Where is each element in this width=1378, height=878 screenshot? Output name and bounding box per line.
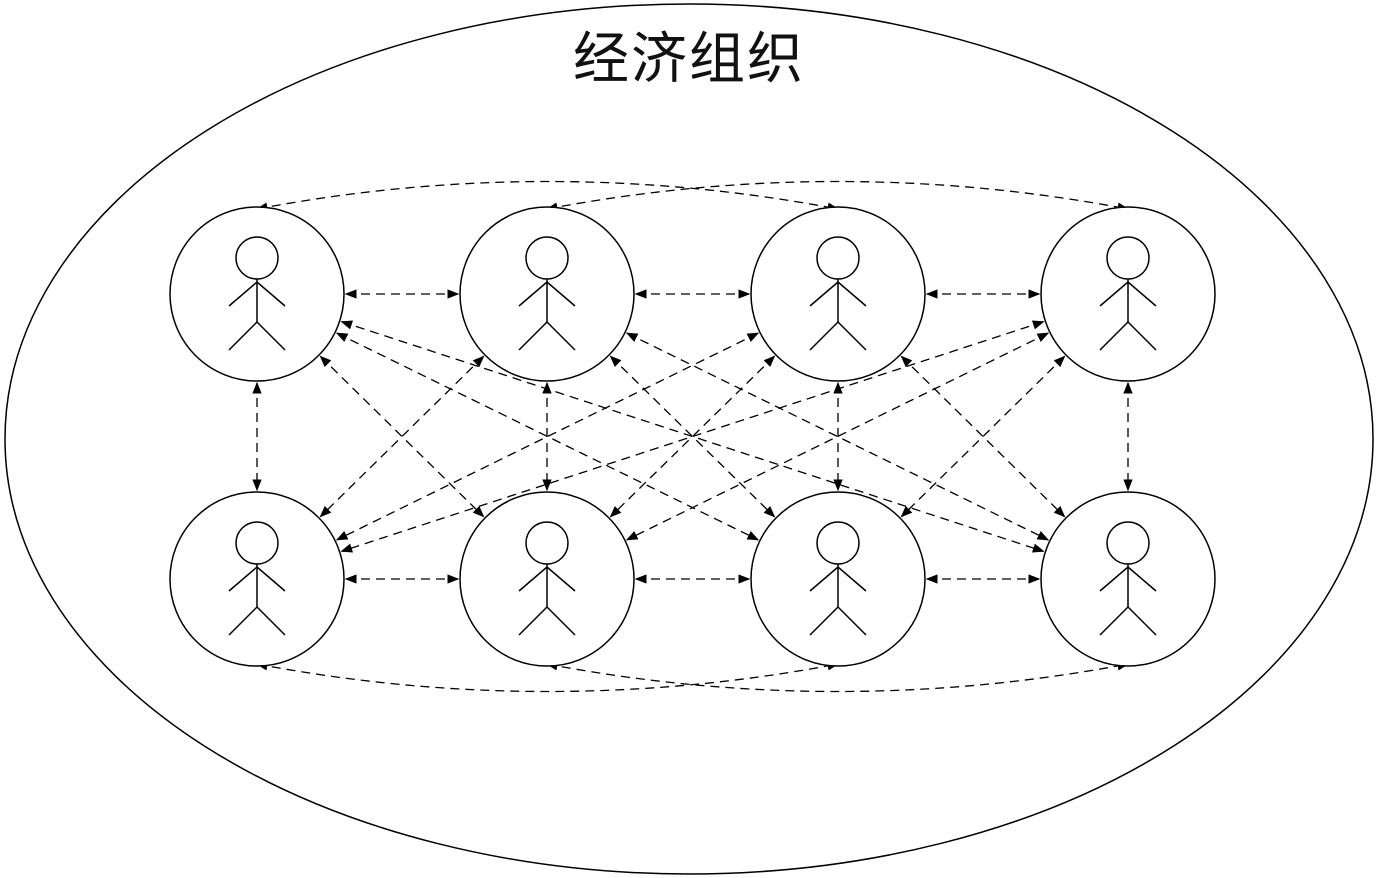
top-arc-link-arrow <box>545 180 1130 212</box>
person-icon <box>518 521 576 636</box>
person-node <box>459 206 635 382</box>
person-icon <box>228 236 286 351</box>
person-node <box>1040 206 1216 382</box>
person-node <box>169 206 345 382</box>
top-arc-link-arrow <box>255 180 840 212</box>
person-node <box>459 491 635 667</box>
person-icon <box>809 521 867 636</box>
person-node <box>169 491 345 667</box>
organization-boundary <box>4 3 1374 875</box>
links <box>252 180 1133 693</box>
person-node <box>750 491 926 667</box>
person-icon <box>1099 521 1157 636</box>
bottom-arc-link-arrow <box>255 661 840 693</box>
diagonal-link-arrow <box>900 355 1066 518</box>
person-icon <box>518 236 576 351</box>
bottom-arc-link-arrow <box>545 661 1130 693</box>
diagram-title: 经济组织 <box>573 27 805 92</box>
person-icon <box>1099 236 1157 351</box>
person-node <box>750 206 926 382</box>
person-node <box>1040 491 1216 667</box>
person-icon <box>228 521 286 636</box>
nodes <box>169 206 1216 667</box>
person-icon <box>809 236 867 351</box>
